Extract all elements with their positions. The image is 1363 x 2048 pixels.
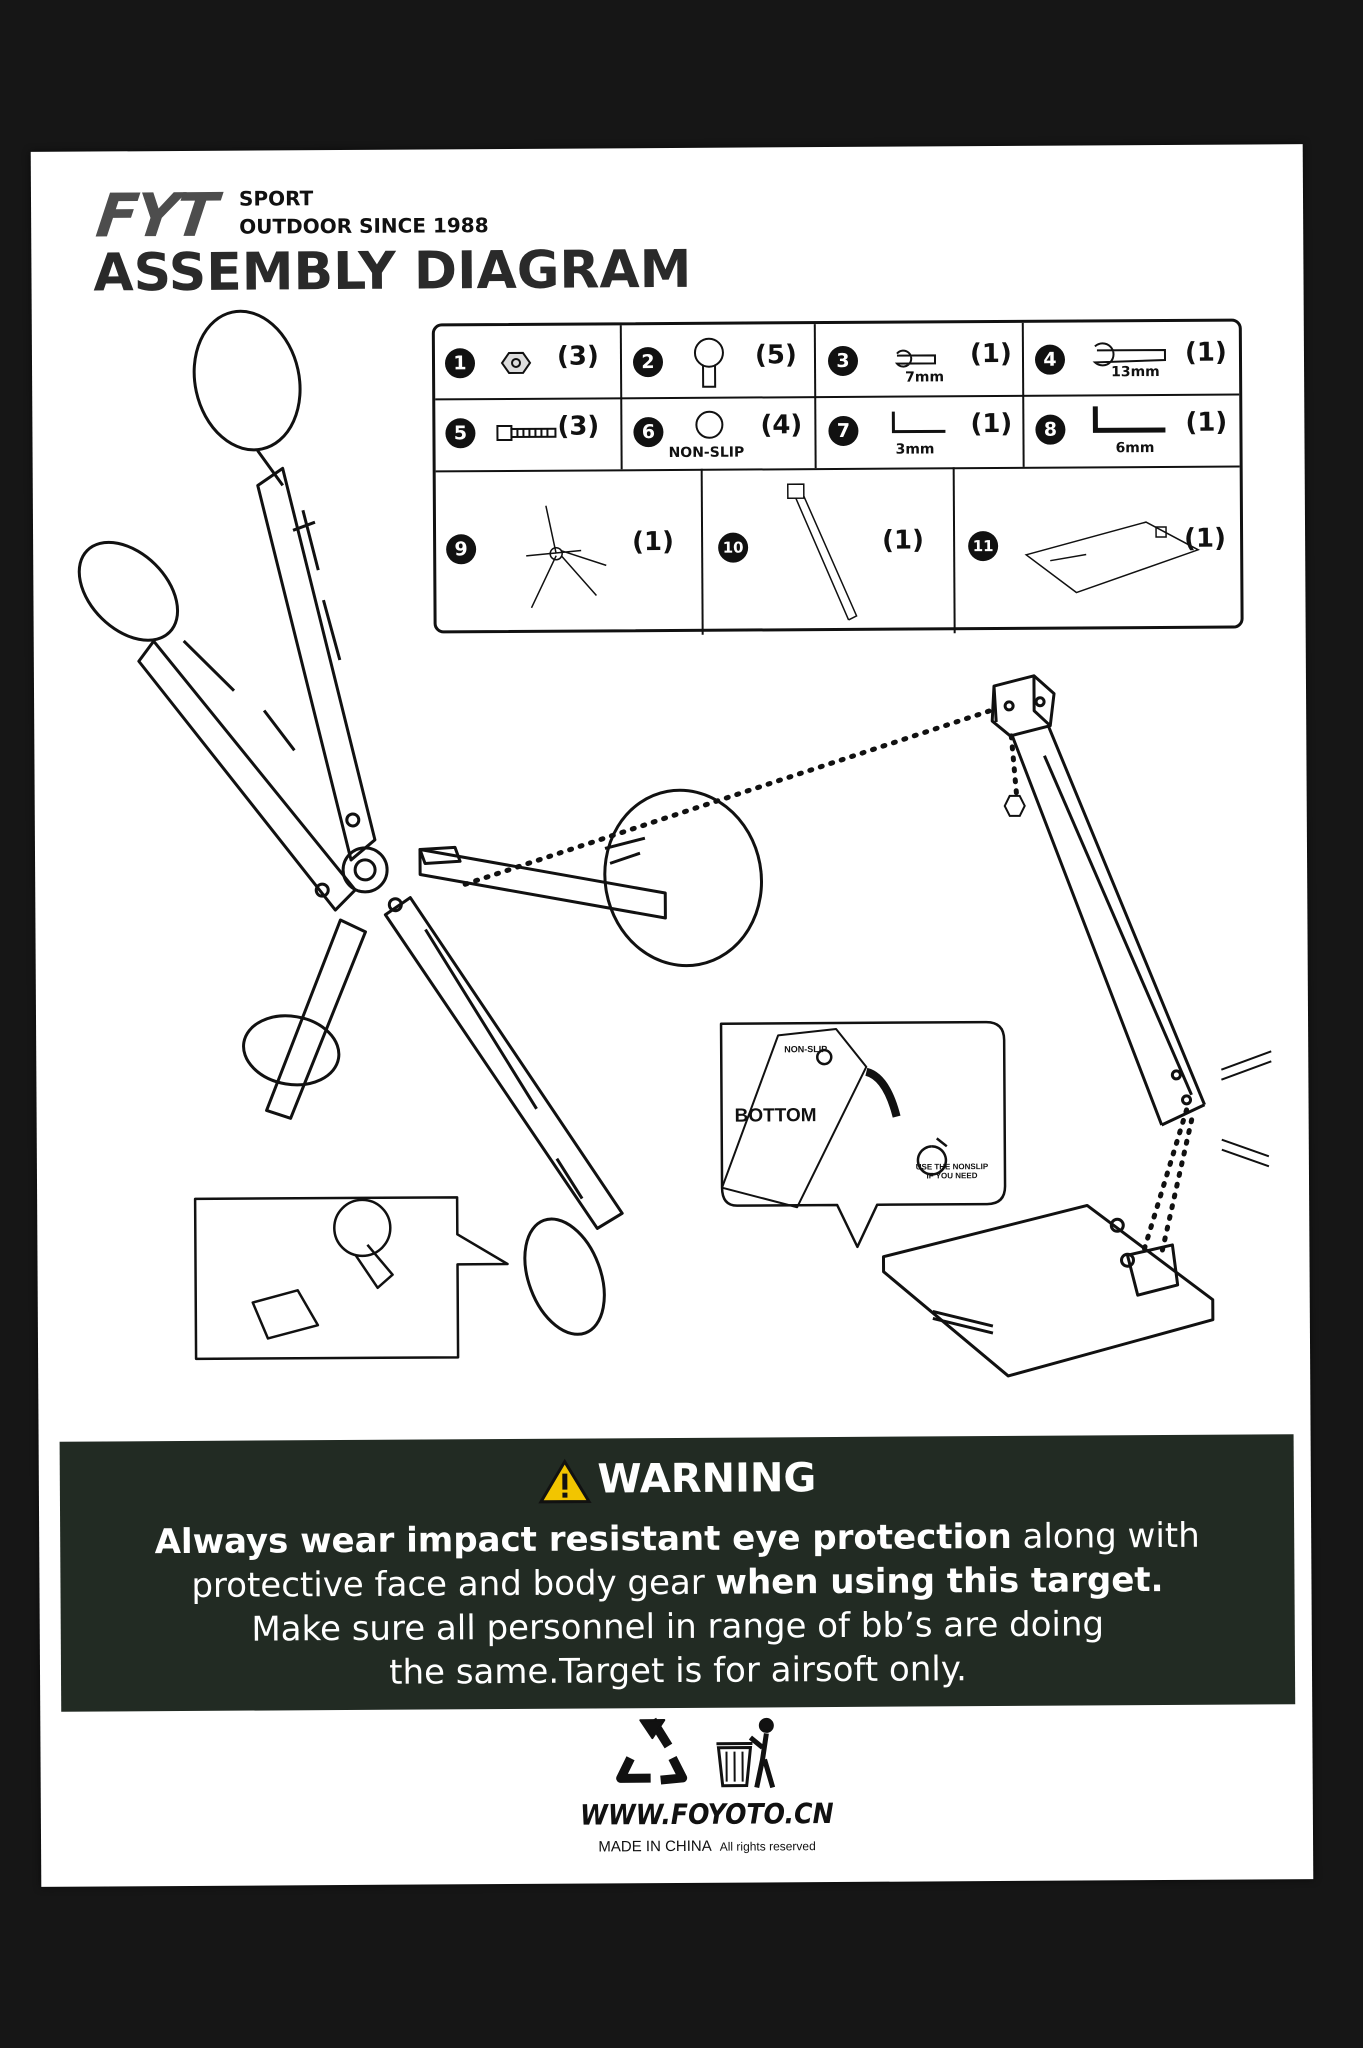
warning-line-4: the same.Target is for airsoft only.	[389, 1649, 967, 1693]
warning-line-3: Make sure all personnel in range of bb’s…	[251, 1604, 1105, 1650]
bolt	[1220, 1050, 1272, 1168]
parts-icons	[496, 337, 1201, 621]
base-frame-icon	[526, 505, 607, 609]
warning-line-2-bold: when using this target.	[715, 1560, 1164, 1603]
instruction-sheet: FYT SPORT OUTDOOR SINCE 1988 ASSEMBLY DI…	[30, 144, 1314, 1887]
bottom-label: BOTTOM	[734, 1105, 817, 1127]
hanger-callout	[193, 1196, 509, 1361]
upright-bar	[990, 674, 1206, 1127]
base-plate	[881, 1203, 1215, 1378]
hex-key-icon	[891, 411, 946, 434]
made-in-china: MADE IN CHINA	[598, 1837, 712, 1856]
non-slip-hint: USE THE NONSLIP IF YOU NEED	[907, 1162, 997, 1181]
trash-bin-icon	[716, 1717, 776, 1789]
assembly-guide-line	[462, 708, 992, 887]
target-paddle	[242, 1014, 341, 1087]
made-in: MADE IN CHINA All rights reserved	[101, 1834, 1313, 1858]
wrench-icon	[894, 349, 937, 368]
footer-icons	[616, 1717, 776, 1789]
warning-line-2-start: protective face and body gear	[191, 1562, 716, 1606]
bolt-icon	[496, 424, 557, 442]
target-paddle	[77, 540, 180, 642]
warning-heading: WARNING	[60, 1452, 1294, 1508]
warning-triangle-icon	[537, 1458, 592, 1504]
base-frame	[137, 466, 667, 1230]
warning-line-2: protective face and body gear when using…	[60, 1558, 1294, 1608]
warning-line-1-bold: Always wear impact resistant eye protect…	[154, 1516, 1012, 1563]
upright-bar-icon	[787, 483, 858, 621]
hex-key-icon	[1092, 406, 1166, 433]
non-slip-label: NON-SLIP	[784, 1044, 828, 1055]
base-plate-icon	[1024, 521, 1201, 594]
target-paddle	[192, 309, 302, 487]
target-paddle	[603, 788, 764, 968]
rights-reserved: All rights reserved	[719, 1839, 816, 1854]
assembly-illustration	[77, 309, 1272, 1378]
nut-icon	[500, 351, 532, 374]
parts-table: 1 (3) 2 (5) 3 7mm (1) 4 13mm (1) 5 (3) 6…	[431, 318, 1244, 635]
recycle-icon	[616, 1717, 688, 1785]
assembly-guide-line	[1008, 733, 1020, 799]
warning-line-1-rest: along with	[1011, 1515, 1200, 1557]
assembly-guide-line	[1159, 1117, 1195, 1253]
assembly-guide-line	[1139, 1107, 1190, 1258]
wrench-icon	[1092, 342, 1167, 367]
hint-line-1: USE THE NONSLIP	[915, 1162, 989, 1172]
bottom-callout	[719, 1020, 1007, 1249]
hint-line-2: IF YOU NEED	[926, 1171, 978, 1181]
website-url: WWW.FOYOTO.CN	[579, 1797, 834, 1832]
warning-banner: WARNING Always wear impact resistant eye…	[59, 1434, 1296, 1712]
warning-title: WARNING	[597, 1455, 817, 1503]
nut	[1003, 794, 1026, 817]
target-paddle	[523, 1217, 606, 1336]
hanger-icon	[693, 337, 724, 388]
non-slip-pad-icon	[695, 410, 724, 439]
warning-line-1: Always wear impact resistant eye protect…	[60, 1514, 1294, 1564]
